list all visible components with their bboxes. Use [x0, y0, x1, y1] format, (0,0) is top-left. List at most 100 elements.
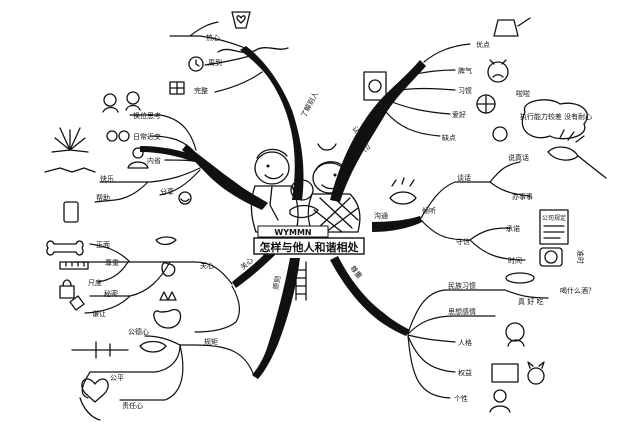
meditating-body	[127, 161, 149, 169]
self-item-4: 爱好	[452, 110, 466, 119]
mirror-icon	[363, 71, 387, 101]
left-person-tie	[269, 185, 279, 221]
handshake-sparkle	[391, 177, 415, 187]
care-item-1: 快乐	[100, 174, 114, 183]
apple-icon	[153, 308, 182, 329]
angry-face-features	[489, 59, 507, 78]
lock-icon	[59, 285, 75, 299]
ruler-ticks	[65, 261, 85, 267]
rr-item-5: 个性	[454, 394, 468, 403]
heart-stem	[79, 397, 101, 421]
bird-feathers	[559, 129, 585, 143]
care-item-3: 分享	[160, 187, 174, 196]
line-comm-6	[469, 239, 526, 261]
device-icon	[63, 201, 79, 223]
branch-label-comm-side: 沟通	[374, 211, 388, 220]
branch-label-respect: 尊重	[348, 264, 364, 281]
respect-item-4: 秘密	[104, 289, 118, 298]
banner-box	[257, 225, 329, 238]
comm-item-3: 守信	[456, 237, 470, 246]
rr-item-3: 人格	[458, 338, 472, 347]
cat-ears	[527, 361, 545, 369]
care-branch-label: 关心	[200, 261, 214, 270]
right-person-eye	[333, 173, 337, 177]
smile-face-icon	[178, 191, 192, 205]
dish-icon	[139, 340, 167, 353]
line-comm-2	[489, 161, 521, 183]
lips-icon	[155, 236, 177, 246]
document-icon	[539, 209, 569, 245]
crown-icon	[159, 291, 177, 301]
line-self-5	[385, 111, 441, 137]
middle-face	[290, 179, 314, 201]
glass-icon	[231, 11, 251, 29]
right-person-plaid	[313, 195, 359, 233]
rr-item-4: 权益	[458, 368, 472, 377]
banner-text: WYMMN	[274, 228, 311, 237]
line-standard-2	[89, 344, 181, 373]
line-standard-main	[179, 344, 255, 377]
mirror-face	[368, 79, 382, 93]
line-comm-3	[489, 181, 531, 197]
line-respect-5	[84, 295, 131, 314]
small-smile-icon	[317, 143, 337, 151]
line-left-top-2	[204, 55, 251, 66]
self-item-3: 习惯	[458, 86, 472, 95]
handshake	[289, 204, 319, 219]
line-others-3	[164, 159, 201, 163]
line-rr-3	[407, 334, 456, 343]
line-self-2	[411, 69, 456, 76]
line-care-3	[159, 169, 201, 196]
left-person-hair	[256, 148, 288, 159]
fireworks-icon	[44, 127, 96, 173]
others-top-3: 完整	[194, 86, 208, 95]
bottom-figure-body	[489, 405, 511, 413]
line-comm-4	[420, 219, 471, 241]
comm-item-4: 承诺	[506, 224, 520, 233]
branch-left-mid	[182, 145, 268, 210]
watering-can-icon	[493, 17, 531, 37]
figure-face-icon	[505, 322, 525, 342]
smile-mouth	[180, 198, 190, 202]
line-left-top-3	[214, 71, 263, 93]
standard-item-2: 公平	[110, 374, 124, 382]
rr-item-2: 思想感情	[448, 307, 476, 316]
others-item-1: 换位思考	[133, 111, 161, 120]
line-rr-1	[407, 289, 506, 334]
others-top-1: 热心	[206, 33, 220, 42]
line-left-top-1	[169, 35, 246, 49]
document-lines	[543, 225, 565, 239]
right-person-head	[312, 162, 348, 194]
box-icon	[491, 363, 519, 383]
line-rr-5	[407, 335, 451, 399]
branch-left-up	[240, 46, 304, 200]
left-person-smile	[264, 173, 284, 180]
line-respect-1	[89, 243, 131, 263]
respect-item-2: 尊重	[105, 258, 119, 267]
thinking-face-icon	[492, 126, 508, 142]
line-care-1	[99, 167, 201, 183]
branch-label-standard: 原则	[272, 275, 282, 290]
center-title: 怎样与他人和谐相处	[260, 240, 360, 254]
person-sketch-1	[103, 93, 117, 107]
branch-label-others: 了解别人	[299, 90, 320, 119]
binoculars-lens	[118, 130, 130, 142]
line-rr-2	[407, 315, 496, 335]
person-sketch-2	[126, 91, 140, 105]
bone-icon	[46, 240, 84, 256]
line-care-2	[94, 181, 149, 203]
angry-face-icon	[487, 61, 509, 83]
care-item-2: 帮助	[96, 193, 110, 202]
cat-face-icon	[527, 367, 545, 385]
respect-item-5: 谦让	[92, 309, 106, 318]
others-top-2: 周到	[208, 59, 222, 67]
food-plate-icon	[505, 272, 535, 284]
comm-item-5: 时间	[508, 256, 522, 265]
standard-head: 规矩	[204, 337, 218, 346]
self-note: 执行能力较差 没有耐心	[520, 112, 592, 121]
others-item-2: 日常近交	[133, 132, 161, 141]
branch-right-up	[330, 60, 426, 202]
respect-item-3: 尺度	[88, 278, 102, 287]
balance-scale-icon	[71, 341, 129, 359]
